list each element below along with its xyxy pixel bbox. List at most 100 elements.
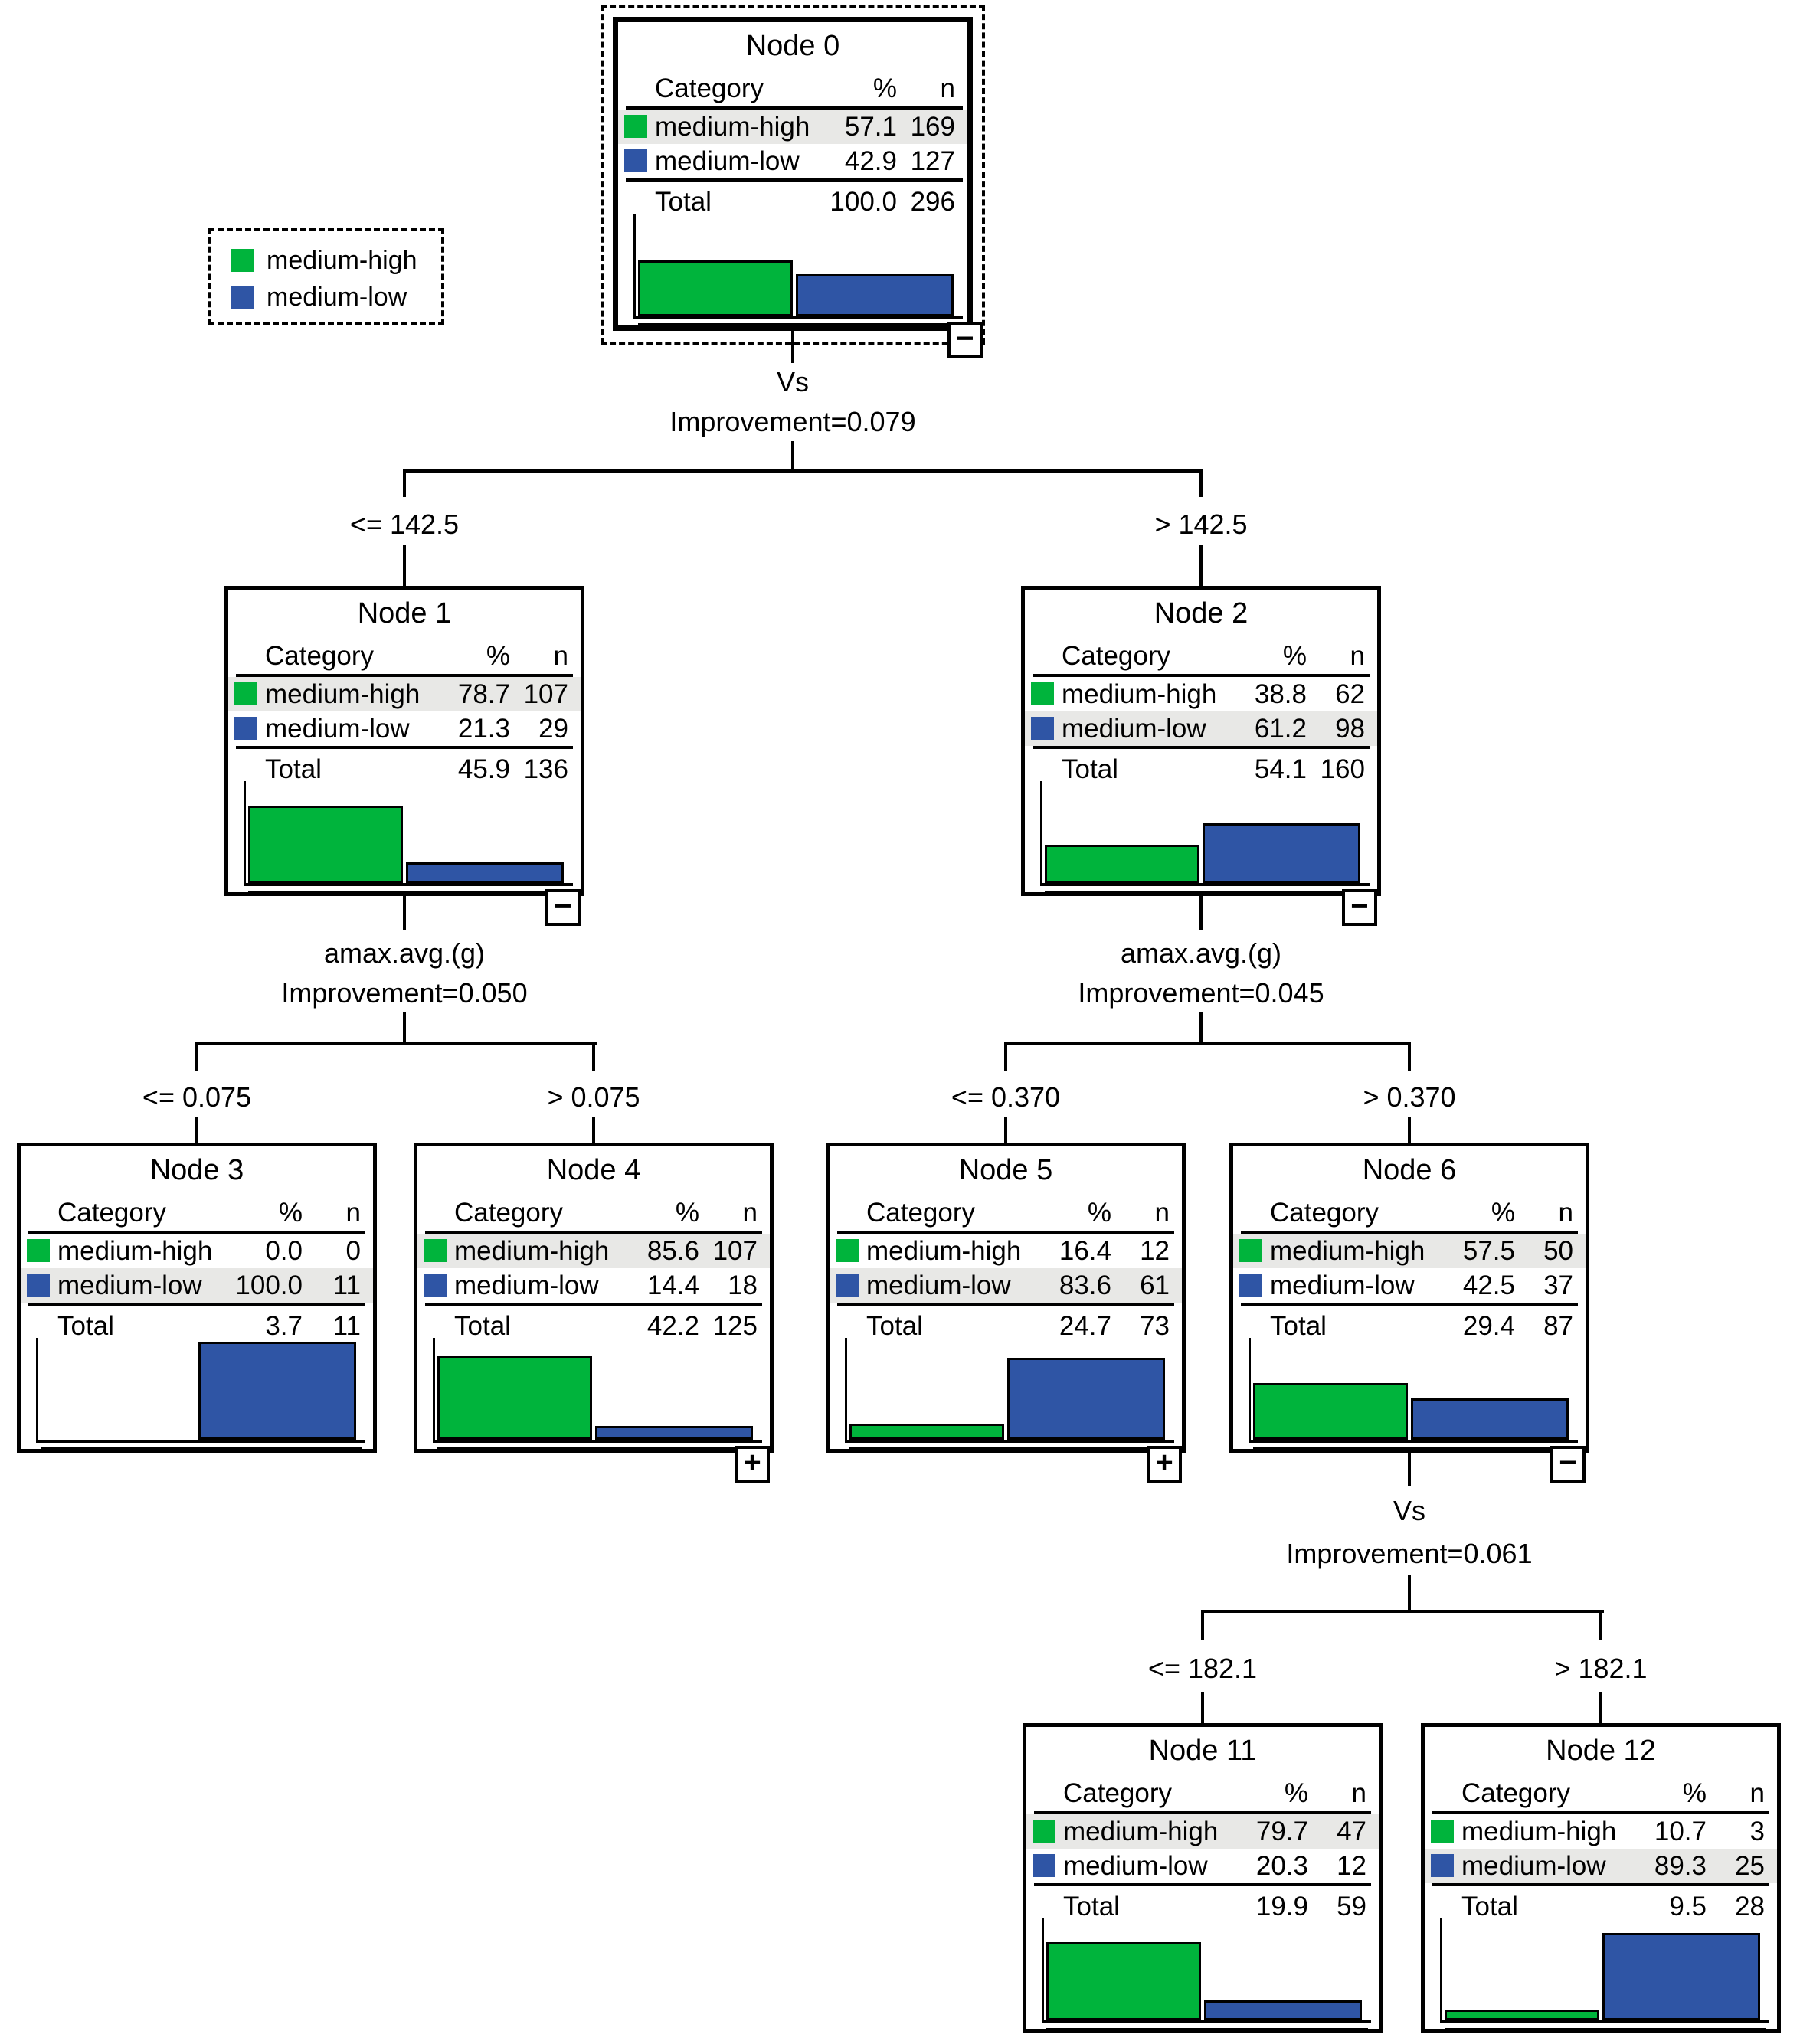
divider: [1432, 1883, 1769, 1886]
category-count: 127: [910, 146, 955, 176]
node-11[interactable]: Node 11 Category % n medium-high 79.7 47…: [1023, 1723, 1383, 2033]
total-percent: 100.0: [830, 187, 897, 217]
expand-button[interactable]: +: [1147, 1446, 1182, 1483]
branch-condition-label: <= 182.1: [1147, 1653, 1258, 1684]
node-title: Node 2: [1154, 597, 1249, 630]
node-12[interactable]: Node 12 Category % n medium-high 10.7 3 …: [1421, 1723, 1781, 2033]
category-label: medium-high: [1062, 679, 1217, 709]
header-percent: %: [1087, 1198, 1111, 1228]
header-n: n: [1749, 1778, 1765, 1808]
split-improvement-label: Improvement=0.045: [1078, 977, 1324, 1009]
bar-baseline: [1440, 2020, 1769, 2023]
divider: [1033, 746, 1370, 749]
bar-axis: [36, 1338, 38, 1443]
divider: [626, 106, 963, 110]
medium-low-swatch-icon: [624, 149, 647, 172]
category-percent: 100.0: [235, 1271, 303, 1300]
category-count: 12: [1337, 1851, 1366, 1881]
table-header: Category % n: [1233, 1195, 1586, 1230]
node-3[interactable]: Node 3 Category % n medium-high 0.0 0 me…: [17, 1143, 377, 1453]
header-percent: %: [1491, 1198, 1515, 1228]
total-label: Total: [454, 1311, 511, 1341]
medium-low-swatch-icon: [231, 286, 254, 309]
total-label: Total: [866, 1311, 923, 1341]
category-percent: 21.3: [457, 714, 510, 744]
tree-connector: [403, 545, 406, 587]
total-percent: 29.4: [1462, 1311, 1515, 1341]
header-percent: %: [872, 74, 897, 103]
medium-low-bar: [595, 1425, 753, 1440]
header-category: Category: [1062, 641, 1171, 671]
category-row-medium-high: medium-high 38.8 62: [1025, 677, 1377, 711]
split-variable-label: Vs: [776, 366, 810, 397]
bar-axis: [1040, 781, 1042, 886]
node-title: Node 11: [1148, 1735, 1257, 1767]
bar-axis: [845, 1338, 847, 1443]
tree-connector: [1004, 1042, 1007, 1071]
category-row-medium-high: medium-high 57.1 169: [618, 110, 967, 144]
header-percent: %: [1284, 1778, 1308, 1808]
collapse-button[interactable]: −: [545, 889, 581, 926]
category-label: medium-high: [1461, 1817, 1617, 1846]
collapse-button[interactable]: −: [947, 322, 983, 358]
total-percent: 3.7: [265, 1311, 303, 1341]
bar-axis: [244, 781, 246, 886]
medium-low-bar: [796, 274, 954, 316]
medium-high-swatch-icon: [424, 1239, 447, 1262]
node-2[interactable]: Node 2 Category % n medium-high 38.8 62 …: [1021, 586, 1381, 926]
total-percent: 19.9: [1255, 1892, 1308, 1921]
node-0[interactable]: Node 0 Category % n medium-high 57.1 169…: [613, 17, 983, 358]
total-percent: 42.2: [646, 1311, 699, 1341]
total-count: 59: [1337, 1892, 1366, 1921]
medium-high-swatch-icon: [836, 1239, 859, 1262]
header-category: Category: [265, 641, 375, 671]
medium-low-bar: [1602, 1932, 1760, 2020]
bar-baseline-inner: [1253, 1447, 1575, 1450]
medium-high-bar: [1445, 2010, 1599, 2020]
total-percent: 54.1: [1254, 754, 1307, 784]
node-title: Node 1: [357, 597, 452, 630]
category-label: medium-low: [866, 1271, 1011, 1300]
total-row: Total 3.7 11: [21, 1309, 373, 1343]
category-count: 0: [345, 1236, 361, 1266]
medium-low-swatch-icon: [1239, 1274, 1262, 1297]
category-count: 11: [332, 1271, 361, 1300]
total-label: Total: [57, 1311, 114, 1341]
divider: [28, 1231, 365, 1234]
split-improvement-label: Improvement=0.050: [281, 977, 528, 1009]
total-row: Total 54.1 160: [1025, 752, 1377, 787]
category-percent: 42.5: [1462, 1271, 1515, 1300]
header-percent: %: [675, 1198, 699, 1228]
category-percent: 57.1: [844, 112, 897, 142]
total-label: Total: [1461, 1892, 1518, 1921]
tree-connector: [1599, 1610, 1602, 1640]
node-5[interactable]: Node 5 Category % n medium-high 16.4 12 …: [826, 1143, 1186, 1483]
node-title: Node 5: [958, 1154, 1053, 1186]
divider: [28, 1303, 365, 1306]
collapse-button[interactable]: −: [1342, 889, 1377, 926]
category-percent: 57.5: [1462, 1236, 1515, 1266]
bar-baseline: [1249, 1440, 1578, 1443]
medium-low-bar: [406, 862, 564, 883]
medium-low-bar: [198, 1342, 356, 1440]
node-title: Node 0: [745, 30, 840, 62]
medium-low-swatch-icon: [424, 1274, 447, 1297]
branch-condition-label: <= 0.075: [142, 1081, 252, 1113]
bar-baseline-inner: [41, 1447, 362, 1450]
node-6[interactable]: Node 6 Category % n medium-high 57.5 50 …: [1229, 1143, 1589, 1483]
branch-condition-label: > 0.075: [547, 1081, 640, 1113]
node-title: Node 3: [149, 1154, 244, 1186]
category-row-medium-high: medium-high 16.4 12: [830, 1234, 1182, 1268]
category-label: medium-high: [866, 1236, 1022, 1266]
node-4[interactable]: Node 4 Category % n medium-high 85.6 107…: [414, 1143, 774, 1483]
medium-high-swatch-icon: [1431, 1820, 1454, 1843]
medium-low-swatch-icon: [1033, 1854, 1055, 1877]
tree-connector: [1408, 1575, 1411, 1611]
collapse-button[interactable]: −: [1550, 1446, 1586, 1483]
expand-button[interactable]: +: [735, 1446, 770, 1483]
node-1[interactable]: Node 1 Category % n medium-high 78.7 107…: [224, 586, 584, 926]
category-label: medium-low: [454, 1271, 599, 1300]
total-count: 136: [523, 754, 568, 784]
total-row: Total 24.7 73: [830, 1309, 1182, 1343]
divider: [425, 1231, 762, 1234]
